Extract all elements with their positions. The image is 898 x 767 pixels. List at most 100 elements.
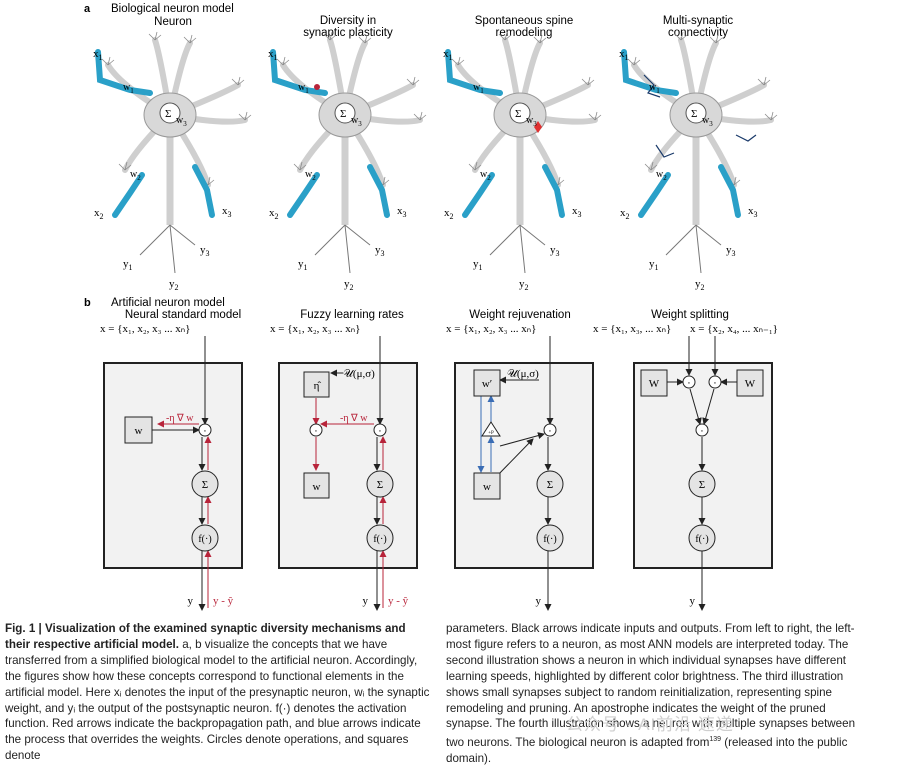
- caption-text-1: a, b visualize the concepts that we have…: [5, 637, 430, 763]
- weight-box: [124, 416, 153, 444]
- output-y1-label: y1: [473, 258, 483, 272]
- multiply-symbol-odd: ·: [687, 377, 691, 389]
- panel-a-letter: a: [84, 3, 91, 15]
- standard-model-title: Neural standard model: [125, 309, 241, 321]
- error-label: y - ŷ: [213, 595, 234, 607]
- multiply-symbol-3: ·: [548, 425, 552, 437]
- multiply-node-odd: [682, 375, 696, 389]
- watermark: 公众号 · AI前沿 速递: [566, 715, 734, 734]
- output-y-4: y: [690, 595, 696, 607]
- weight-label-3: w: [483, 481, 491, 493]
- activation-node-3: [536, 524, 564, 552]
- output-y-3: y: [536, 595, 542, 607]
- weight-w1-label: w1: [649, 82, 660, 95]
- input-x3-label: x3: [397, 205, 407, 219]
- weight-label-odd: W: [649, 378, 660, 390]
- combine-symbol: ·: [700, 425, 704, 437]
- rejuvenation-model-frame: [454, 362, 594, 569]
- spine-title-1: Spontaneous spine: [475, 15, 573, 27]
- activation-node-4: [688, 524, 716, 552]
- weight-w2-label: w2: [480, 169, 491, 182]
- input-set-1: x = {x₁, x₂, x₃ ... xₙ}: [100, 323, 190, 335]
- panel-b-heading: Artificial neuron model: [111, 297, 225, 309]
- neuron-3: [445, 31, 602, 274]
- input-x3-label: x3: [748, 205, 758, 219]
- activation-node: [191, 524, 219, 552]
- neuron-title: Neuron: [154, 16, 192, 28]
- splitting-title: Weight splitting: [651, 309, 729, 321]
- weight-label-even: W: [745, 378, 756, 390]
- weight-label: w: [135, 425, 143, 437]
- weight-label-2: w: [313, 481, 321, 493]
- output-y3-label: y3: [375, 244, 385, 258]
- input-x2-label: x2: [269, 207, 279, 221]
- activation-symbol-2: f(·): [373, 534, 386, 545]
- neuron-4: [621, 31, 778, 274]
- prune-label: +P: [488, 431, 494, 436]
- output-y2-label: y2: [695, 278, 705, 292]
- weight-w3-label: w3: [351, 115, 362, 128]
- input-set-odd: x = {x₁, x₃, ... xₙ}: [593, 323, 671, 335]
- plasticity-title-2: synaptic plasticity: [303, 27, 393, 39]
- standard-model-frame: [103, 362, 243, 569]
- weight-w1-label: w1: [298, 82, 309, 95]
- rejuvenation-model-diagram: w′ 𝒰(μ,σ) +P · w Σ f(·) y: [473, 336, 564, 611]
- activation-symbol-4: f(·): [695, 534, 708, 545]
- pruned-weight-label: w′: [482, 378, 492, 390]
- input-x2-label: x2: [620, 207, 630, 221]
- weight-w3-label: w3: [526, 115, 537, 128]
- multiply-symbol-2: ·: [378, 425, 382, 437]
- multiply-symbol: ·: [203, 425, 207, 437]
- input-x1-label: x1: [443, 48, 453, 62]
- weight-box-2: [303, 472, 330, 499]
- output-y3-label: y3: [726, 244, 736, 258]
- multiply-node-3: [543, 423, 557, 437]
- multiply-symbol-even: ·: [713, 377, 717, 389]
- learning-rate-box: [303, 371, 330, 398]
- input-x3-label: x3: [572, 205, 582, 219]
- weight-w1-label: w1: [473, 82, 484, 95]
- output-y1-label: y1: [649, 258, 659, 272]
- caption-column-1: Fig. 1 | Visualization of the examined s…: [5, 621, 431, 764]
- neuron-2: [270, 31, 427, 274]
- input-set-3: x = {x₁, x₂, x₃ ... xₙ}: [446, 323, 536, 335]
- sum-node: [191, 470, 219, 498]
- output-y2-label: y2: [519, 278, 529, 292]
- neuron-1: [95, 31, 252, 274]
- fuzzy-rates-title: Fuzzy learning rates: [300, 309, 404, 321]
- output-y: y: [188, 595, 194, 607]
- sum-symbol-2: Σ: [377, 479, 383, 491]
- error-label-2: y - ŷ: [388, 595, 409, 607]
- soma-sum-symbol: Σ: [165, 108, 171, 120]
- weight-w3-label: w3: [702, 115, 713, 128]
- caption-column-2: parameters. Black arrows indicate inputs…: [446, 621, 872, 767]
- input-x1-label: x1: [93, 48, 103, 62]
- input-x1-label: x1: [619, 48, 629, 62]
- weight-box-3: [473, 472, 501, 500]
- weight-box-odd: [640, 369, 668, 397]
- output-y1-label: y1: [298, 258, 308, 272]
- weight-w2-label: w2: [305, 169, 316, 182]
- multiply-node: [198, 423, 212, 437]
- rate-multiply-node: [309, 423, 323, 437]
- multisynaptic-title-2: connectivity: [668, 27, 728, 39]
- weight-w2-label: w2: [656, 169, 667, 182]
- output-y1-label: y1: [123, 258, 133, 272]
- reference-number: 139: [709, 736, 722, 744]
- input-x1-label: x1: [268, 48, 278, 62]
- input-x2-label: x2: [94, 207, 104, 221]
- figure-1: a Biological neuron model Neuron Diversi…: [84, 3, 778, 611]
- output-y-2: y: [363, 595, 369, 607]
- sum-symbol: Σ: [202, 479, 208, 491]
- caption-title: Fig. 1 | Visualization of the examined s…: [5, 622, 406, 651]
- multiply-node-even: [708, 375, 722, 389]
- multisynaptic-title-1: Multi-synaptic: [663, 15, 734, 27]
- plasticity-title-1: Diversity in: [320, 15, 376, 27]
- standard-model-diagram: w -η ∇ w · Σ f(·) y y - ŷ: [124, 336, 234, 611]
- input-set-2: x = {x₁, x₂, x₃ ... xₙ}: [270, 323, 360, 335]
- uniform-label-2: 𝒰(μ,σ): [343, 368, 375, 380]
- weight-box-even: [736, 369, 764, 397]
- output-y3-label: y3: [550, 244, 560, 258]
- weight-w2-label: w2: [130, 169, 141, 182]
